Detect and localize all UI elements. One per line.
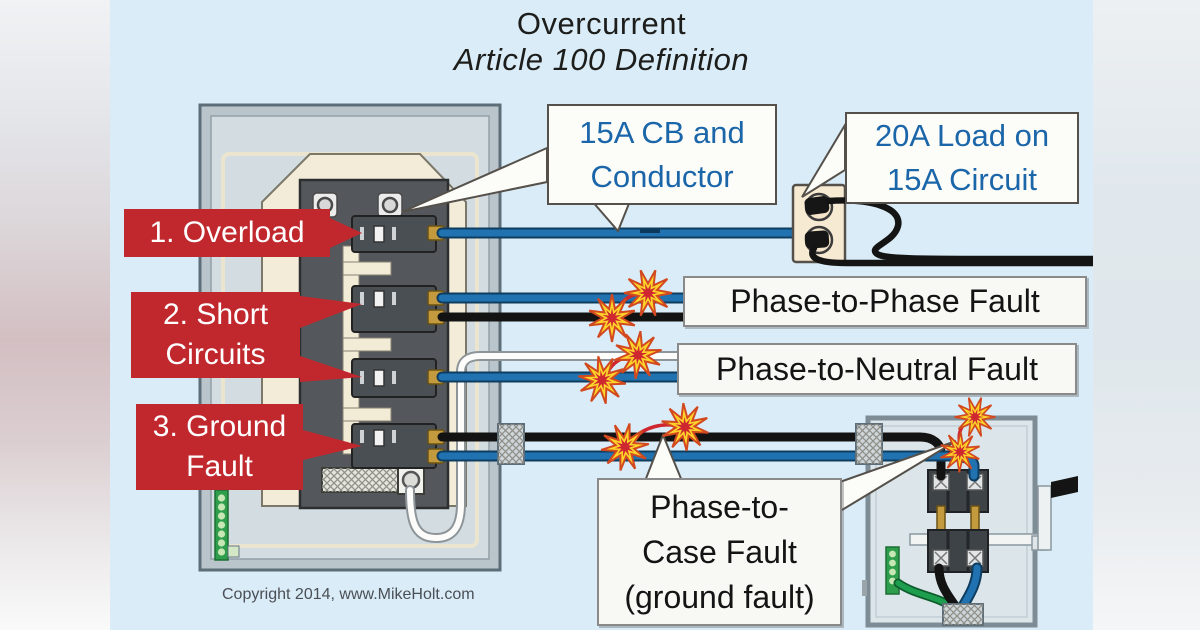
overcurrent-diagram: Overcurrent Article 100 Definition 1. Ov… — [110, 0, 1093, 630]
right-edge-gradient — [1093, 0, 1200, 630]
callout-pointers — [401, 121, 957, 515]
label-overload: 1. Overload — [124, 209, 330, 257]
disconnect-handle — [1051, 476, 1078, 498]
spark-burst-icon — [623, 269, 673, 317]
circuit-breaker-4 — [351, 423, 445, 469]
circuit-breaker-2 — [351, 285, 445, 333]
ground-bar — [214, 489, 240, 561]
plug-icon — [804, 230, 830, 249]
copyright-notice: Copyright 2014, www.MikeHolt.com — [222, 586, 475, 603]
load-cords — [809, 197, 1093, 267]
label-arrows — [300, 218, 362, 460]
neutral-wire — [407, 353, 1061, 542]
callout-20a-load: 20A Load on 15A Circuit — [845, 112, 1079, 204]
label-ground-fault: 3. Ground Fault — [136, 404, 303, 490]
page-title: Overcurrent — [516, 6, 687, 41]
screw-icon — [381, 196, 399, 214]
plug-icon — [804, 196, 830, 215]
label-phase-to-neutral-fault: Phase-to-Neutral Fault — [677, 343, 1077, 395]
left-edge-gradient — [0, 0, 110, 630]
label-phase-to-phase-fault: Phase-to-Phase Fault — [683, 276, 1087, 327]
cable-clamps — [497, 423, 984, 626]
wire-marking — [640, 229, 660, 233]
circuit-breaker-3 — [351, 358, 445, 398]
receptacle — [791, 183, 847, 264]
circuit-breaker-1 — [351, 215, 445, 253]
callout-15a-cb-conductor: 15A CB and Conductor — [547, 104, 777, 205]
fault-sparks — [573, 269, 997, 479]
label-short-circuits: 2. Short Circuits — [131, 292, 300, 378]
page-subtitle: Article 100 Definition — [453, 42, 750, 77]
label-phase-to-case-fault: Phase-to- Case Fault (ground fault) — [597, 478, 842, 626]
